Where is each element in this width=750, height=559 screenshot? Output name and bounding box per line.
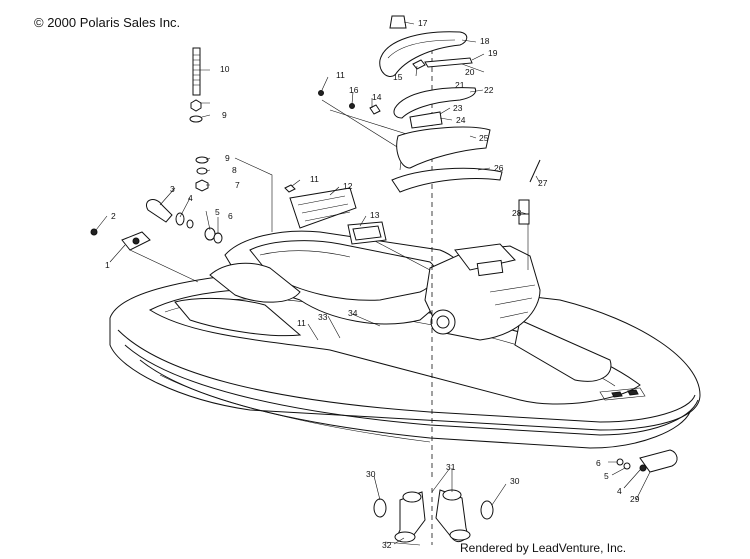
callout-6b: 6	[596, 458, 601, 468]
callout-11: 11	[336, 70, 345, 80]
callout-29: 29	[630, 494, 640, 504]
callout-7: 7	[235, 180, 240, 190]
drain-plug-assembly	[90, 199, 223, 251]
callout-5: 5	[215, 207, 220, 217]
callout-26: 26	[494, 163, 504, 173]
render-credit: Rendered by LeadVenture, Inc.	[460, 541, 627, 555]
callout-8: 8	[232, 165, 237, 175]
callout-11c: 11	[297, 318, 306, 328]
callout-labels: 1 2 3 4 5 6 7 8 9 9 10 11 11 11 12 13 14…	[105, 18, 640, 550]
callout-23: 23	[453, 103, 463, 113]
callout-31: 31	[446, 462, 456, 472]
callout-20: 20	[465, 67, 475, 77]
callout-1: 1	[105, 260, 110, 270]
callout-34: 34	[348, 308, 358, 318]
callout-30: 30	[366, 469, 376, 479]
callout-28: 28	[512, 208, 522, 218]
callout-17: 17	[418, 18, 428, 28]
callout-21: 21	[455, 80, 465, 90]
hull	[109, 230, 701, 449]
callout-leaders	[95, 21, 651, 545]
callout-11b: 11	[310, 174, 319, 184]
callout-24: 24	[456, 115, 466, 125]
callout-30b: 30	[510, 476, 520, 486]
callout-3: 3	[170, 184, 175, 194]
callout-4b: 4	[617, 486, 622, 496]
callout-33: 33	[318, 312, 328, 322]
callout-18: 18	[480, 36, 490, 46]
callout-5b: 5	[604, 471, 609, 481]
vent-covers	[284, 184, 387, 245]
callout-6: 6	[228, 211, 233, 221]
callout-14: 14	[372, 92, 382, 102]
callout-27: 27	[538, 178, 548, 188]
callout-15: 15	[393, 72, 403, 82]
callout-25: 25	[479, 133, 489, 143]
callout-13: 13	[370, 210, 380, 220]
callout-9b: 9	[222, 110, 227, 120]
intake-tubes	[373, 489, 494, 546]
copyright-notice: © 2000 Polaris Sales Inc.	[34, 15, 181, 30]
callout-12: 12	[343, 181, 353, 191]
callout-4: 4	[188, 193, 193, 203]
callout-22: 22	[484, 85, 494, 95]
callout-16: 16	[349, 85, 359, 95]
callout-10: 10	[220, 64, 230, 74]
callout-2: 2	[111, 211, 116, 221]
callout-32: 32	[382, 540, 392, 550]
storage-lid-assembly	[318, 15, 541, 225]
fastener-stack	[189, 47, 209, 192]
callout-19: 19	[488, 48, 498, 58]
rear-bracket	[616, 449, 678, 473]
callout-9: 9	[225, 153, 230, 163]
